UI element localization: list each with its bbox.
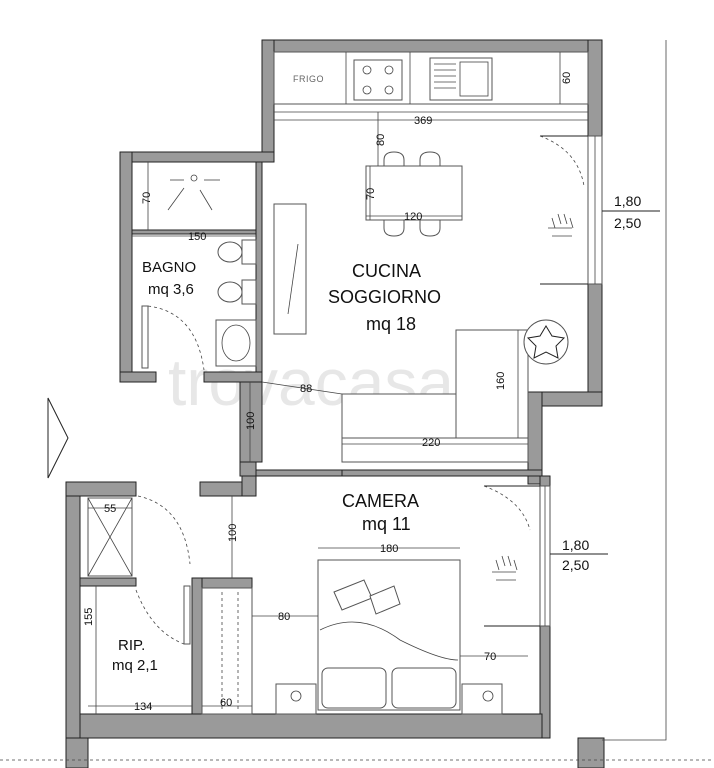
room-cucina-area: mq 18 (366, 314, 416, 334)
toilet-icon (217, 239, 257, 265)
camera-door (135, 495, 191, 645)
dim-155: 155 (83, 608, 95, 626)
dim-100-hall: 100 (245, 412, 257, 430)
washbasin-icon (215, 319, 257, 367)
window-1-width: 1,80 (614, 193, 641, 209)
window-camera (483, 485, 608, 627)
dim-160: 160 (495, 372, 507, 390)
bed (317, 559, 461, 711)
room-rip-area: mq 2,1 (112, 657, 158, 674)
dim-180: 180 (380, 543, 398, 555)
dim-150: 150 (188, 231, 206, 243)
room-camera: CAMERA (342, 491, 419, 511)
dim-60-wardrobe: 60 (220, 697, 232, 709)
bidet-icon (217, 279, 257, 305)
window-1-height: 2,50 (614, 215, 641, 231)
wardrobe (201, 587, 253, 715)
dim-88: 88 (300, 383, 312, 395)
fridge-label: FRIGO (293, 74, 324, 84)
sink-icon (429, 57, 493, 101)
sofa (341, 329, 529, 463)
dim-80-table: 80 (375, 134, 387, 146)
nightstand-right (461, 683, 503, 715)
dim-70-shower: 70 (141, 192, 153, 204)
bathroom-door (141, 305, 205, 371)
radiator-icon (492, 213, 574, 581)
window-2-height: 2,50 (562, 557, 589, 573)
shower (167, 174, 220, 211)
dining-table (365, 151, 463, 237)
dim-70-table: 70 (365, 188, 377, 200)
balcony-outline (610, 40, 667, 741)
room-cucina-line2: SOGGIORNO (328, 287, 441, 307)
room-rip: RIP. (118, 637, 145, 654)
tv-cabinet (273, 203, 307, 335)
room-bagno: BAGNO (142, 259, 196, 276)
nightstand-left (275, 683, 317, 715)
dim-120: 120 (404, 211, 422, 223)
closet (87, 497, 133, 577)
room-bagno-area: mq 3,6 (148, 281, 194, 298)
dim-70-bed: 70 (484, 651, 496, 663)
window-living (539, 135, 660, 285)
dim-60-kitchen: 60 (561, 72, 573, 84)
stove-icon (353, 59, 403, 101)
dimension-lines (88, 52, 588, 714)
entrance-arrow-icon (47, 397, 69, 479)
dim-80-wardrobe: 80 (278, 611, 290, 623)
dim-134: 134 (134, 701, 152, 713)
dim-55: 55 (104, 503, 116, 515)
room-cucina-line1: CUCINA (352, 261, 421, 281)
plant-icon (523, 319, 569, 365)
dim-369: 369 (414, 115, 432, 127)
window-2-width: 1,80 (562, 537, 589, 553)
dim-100-camera: 100 (227, 524, 239, 542)
dim-220: 220 (422, 437, 440, 449)
walls (65, 39, 605, 768)
room-camera-area: mq 11 (362, 514, 411, 534)
